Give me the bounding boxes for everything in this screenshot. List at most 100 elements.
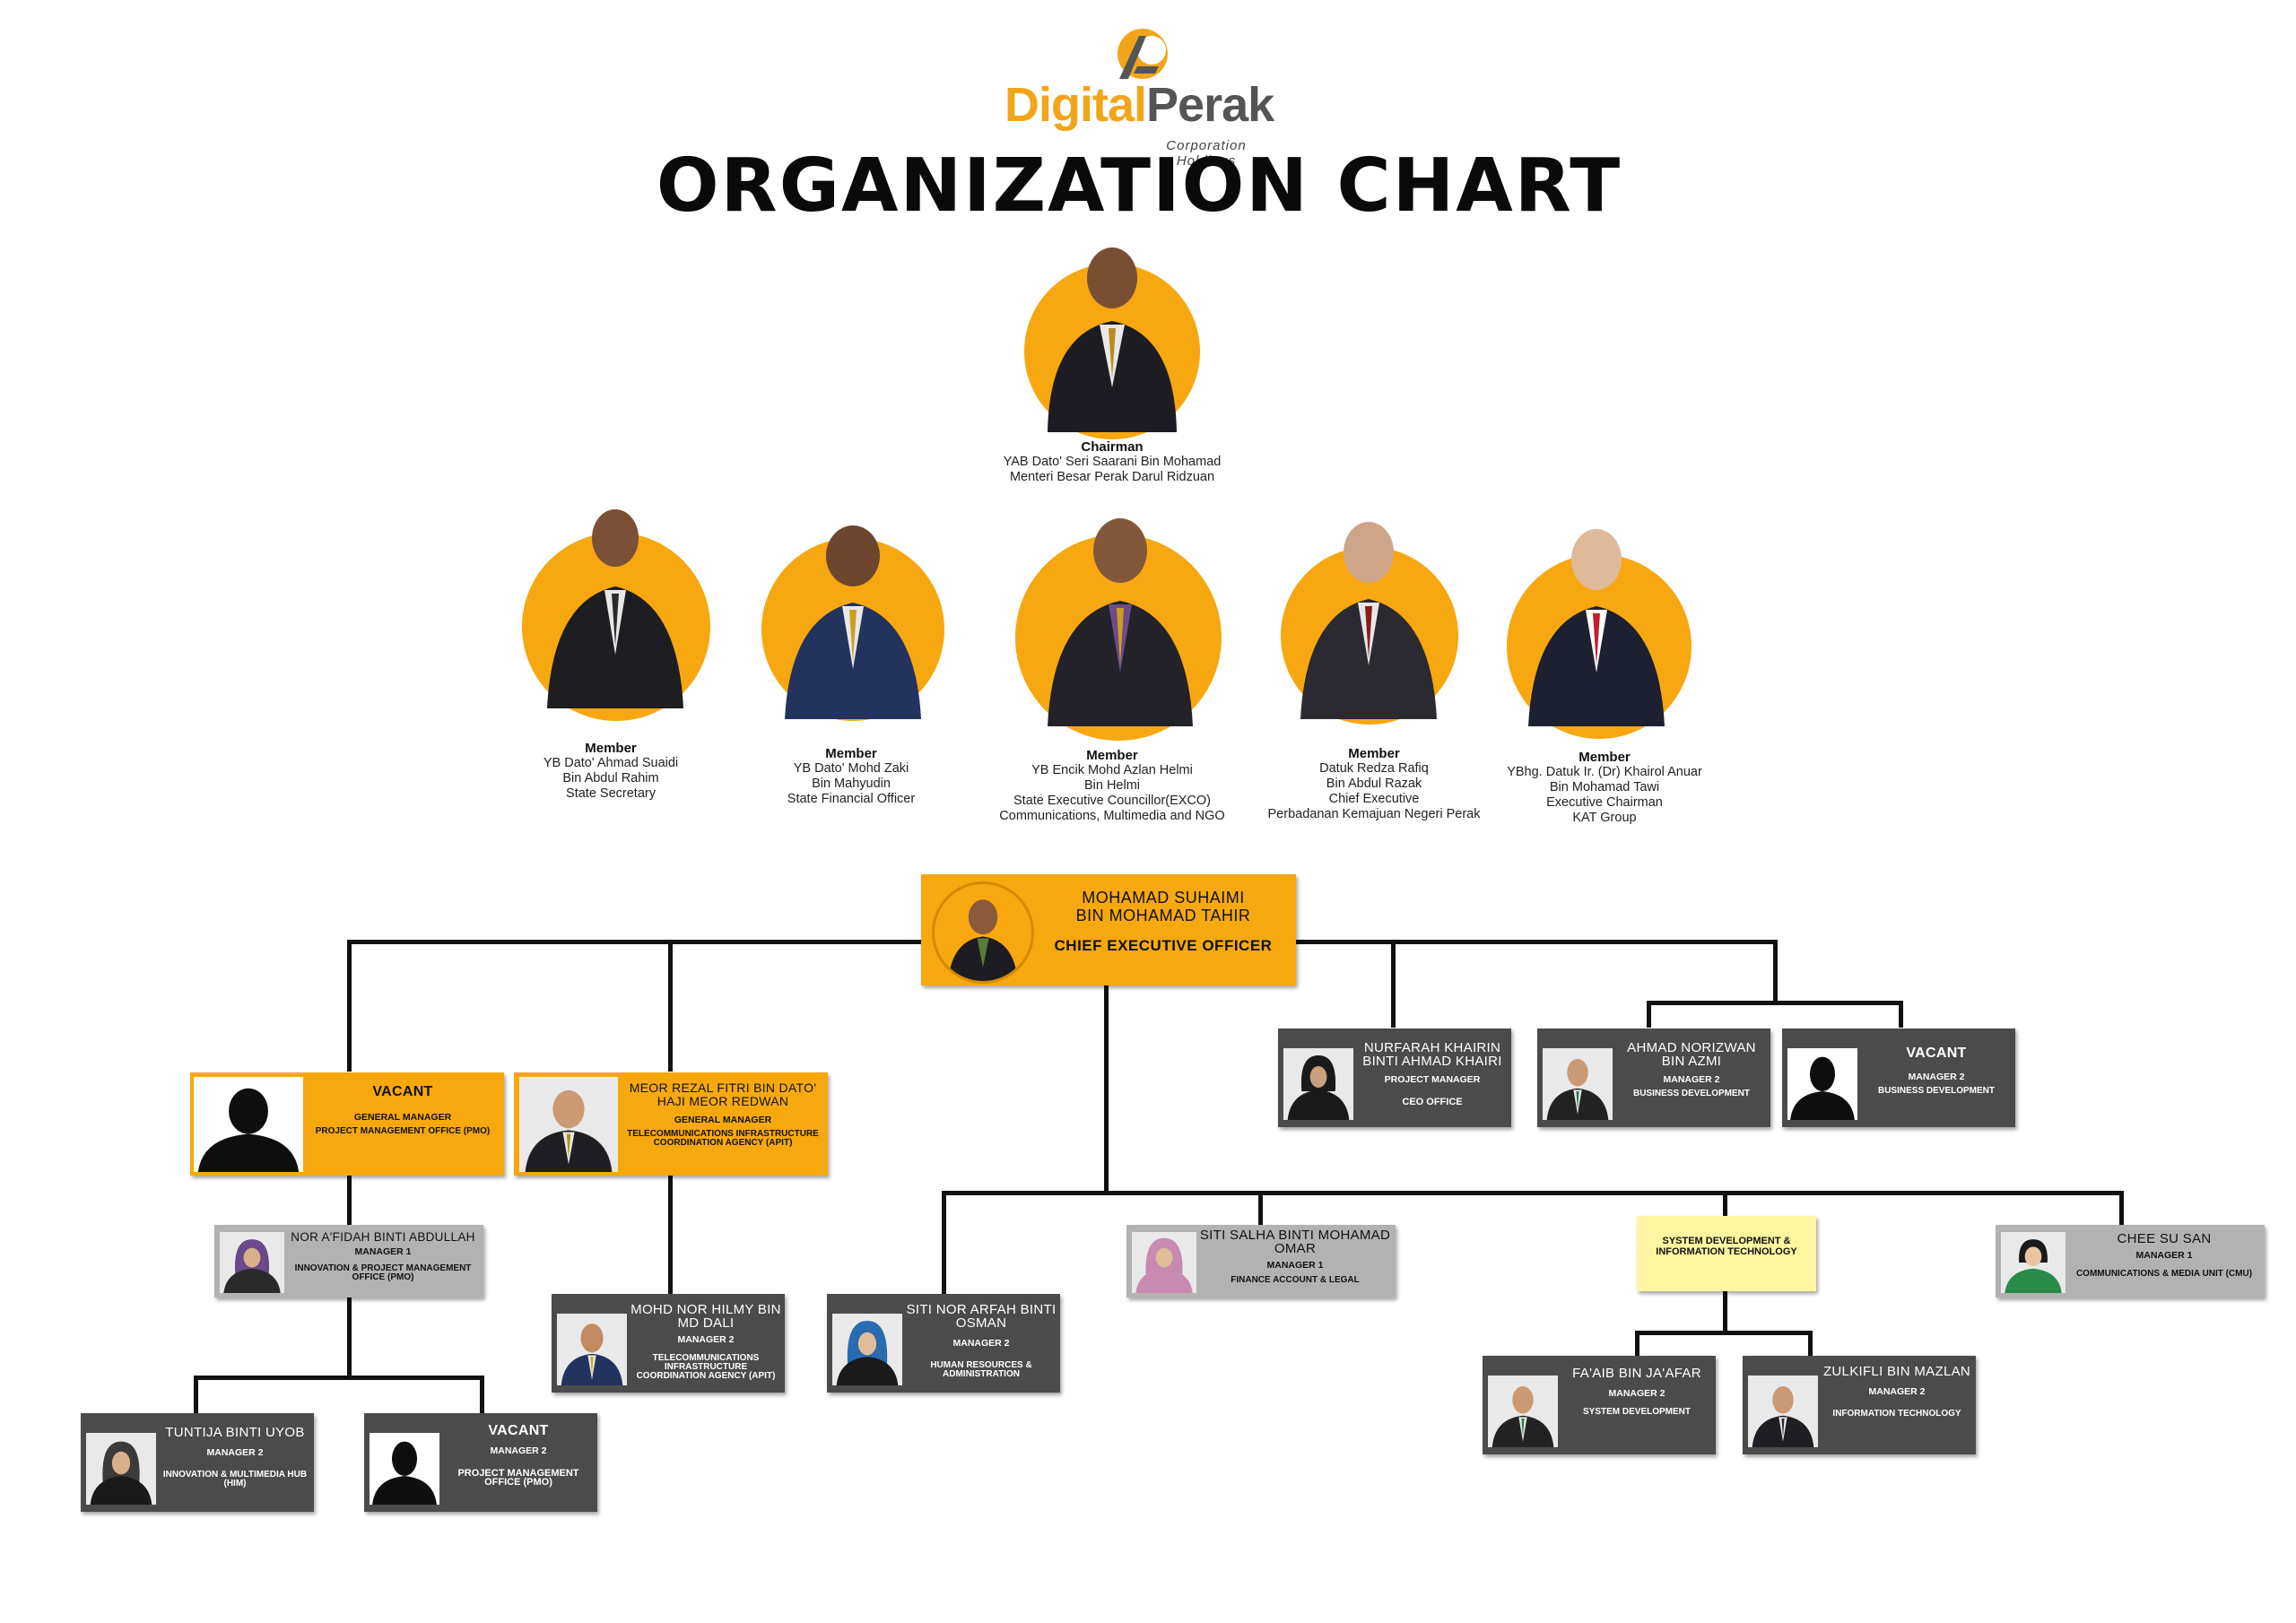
board-line: YB Encik Mohd Azlan Helmi (1031, 763, 1193, 777)
vacant-pmo-text: VACANT MANAGER 2 PROJECT MANAGEMENT OFFI… (443, 1424, 594, 1488)
chee-text: CHEE SU SAN MANAGER 1 COMMUNICATIONS & M… (2067, 1232, 2261, 1279)
board-role: Member (585, 741, 637, 756)
connector-line (1391, 940, 1396, 1028)
nurfarah-box: NURFARAH KHAIRIN BINTI AHMAD KHAIRI PROJ… (1278, 1028, 1511, 1127)
salha-text: SITI SALHA BINTI MOHAMAD OMAR MANAGER 1 … (1198, 1228, 1392, 1285)
staff-photo (220, 1232, 284, 1293)
staff-photo (1488, 1376, 1558, 1447)
staff-photo (1283, 1048, 1353, 1120)
vacant-pmo-box: VACANT MANAGER 2 PROJECT MANAGEMENT OFFI… (364, 1413, 597, 1512)
chairman-caption: Chairman YAB Dato' Seri Saarani Bin Moha… (960, 439, 1265, 485)
tuntija-box: TUNTIJA BINTI UYOB MANAGER 2 INNOVATION … (81, 1413, 314, 1512)
staff-dept: PROJECT MANAGEMENT OFFICE (PMO) (315, 1126, 491, 1136)
person-icon (1135, 1237, 1193, 1293)
connector-line (1899, 1001, 1903, 1028)
staff-name: NOR A'FIDAH BINTI ABDULLAH (291, 1230, 475, 1244)
board-line: Bin Mohamad Tawi (1549, 780, 1660, 794)
board-role: Chairman (1081, 439, 1144, 455)
board-line: Bin Helmi (1083, 778, 1141, 793)
staff-photo (832, 1314, 902, 1385)
member-1-caption: Member YB Dato' Ahmad Suaidi Bin Abdul R… (458, 741, 763, 802)
faaib-text: FA'AIB BIN JA'AFAR MANAGER 2 SYSTEM DEVE… (1561, 1367, 1712, 1417)
tuntija-text: TUNTIJA BINTI UYOB MANAGER 2 INNOVATION … (160, 1426, 310, 1488)
ceo-photo (932, 881, 1034, 984)
staff-dept: FINANCE ACCOUNT & LEGAL (1231, 1275, 1360, 1285)
board-line: State Financial Officer (787, 792, 916, 806)
connector-line (1647, 1001, 1651, 1028)
staff-role: MANAGER 2 (206, 1447, 264, 1458)
staff-role: MANAGER 2 (1868, 1386, 1926, 1397)
staff-dept: SYSTEM DEVELOPMENT (1582, 1407, 1691, 1417)
connector-line (1104, 982, 1109, 1194)
staff-name: TUNTIJA BINTI UYOB (165, 1425, 305, 1440)
board-line: State Secretary (566, 786, 656, 801)
person-icon (561, 1324, 623, 1385)
ceo-text: MOHAMAD SUHAIMI BIN MOHAMAD TAHIR CHIEF … (1038, 889, 1289, 955)
board-role: Member (1348, 746, 1400, 761)
connector-line (668, 1175, 673, 1295)
staff-dept: PROJECT MANAGEMENT OFFICE (PMO) (457, 1468, 579, 1488)
member-5-caption: Member YBhg. Datuk Ir. (Dr) Khairol Anua… (1452, 750, 1757, 826)
page-title: ORGANIZATION CHART (656, 143, 1622, 229)
staff-role: MANAGER 1 (2135, 1250, 2193, 1261)
board-line: YBhg. Datuk Ir. (Dr) Khairol Anuar (1507, 765, 1702, 779)
zulkifli-box: ZULKIFLI BIN MAZLAN MANAGER 2 INFORMATIO… (1743, 1356, 1976, 1454)
member-portrait-icon (1048, 518, 1193, 726)
gm-pmo-box: VACANT GENERAL MANAGER PROJECT MANAGEMEN… (190, 1072, 504, 1176)
board-line: KAT Group (1572, 811, 1637, 825)
staff-name: FA'AIB BIN JA'AFAR (1572, 1366, 1701, 1381)
board-line: State Executive Councillor(EXCO) (1013, 794, 1211, 808)
connector-line (1773, 940, 1778, 1004)
board-chairman (1013, 235, 1211, 439)
chairman-portrait-icon (1048, 247, 1177, 432)
norafidah-text: NOR A'FIDAH BINTI ABDULLAH MANAGER 1 INN… (286, 1230, 480, 1282)
connector-line (347, 940, 352, 1072)
logo-mark-icon (1118, 29, 1168, 79)
vacant-bd-text: VACANT MANAGER 2 BUSINESS DEVELOPMENT (1861, 1046, 2012, 1096)
board-line: Perbadanan Kemajuan Negeri Perak (1267, 807, 1481, 821)
person-icon (1546, 1059, 1609, 1120)
salha-box: SITI SALHA BINTI MOHAMAD OMAR MANAGER 1 … (1126, 1225, 1396, 1298)
connector-line (2119, 1191, 2124, 1227)
member-2-caption: Member YB Dato' Mohd Zaki Bin Mahyudin S… (699, 746, 1004, 807)
member-portrait-icon (547, 509, 683, 708)
staff-dept: HUMAN RESOURCES & ADMINISTRATION (930, 1360, 1032, 1379)
staff-role: MANAGER 2 (490, 1445, 547, 1456)
staff-dept: CEO OFFICE (1402, 1097, 1463, 1107)
ceo-name-line: BIN MOHAMAD TAHIR (1075, 907, 1251, 924)
vacant-bd-box: VACANT MANAGER 2 BUSINESS DEVELOPMENT (1782, 1028, 2015, 1127)
board-line: Bin Abdul Rahim (562, 771, 659, 785)
staff-name: MOHD NOR HILMY BIN MD DALI (631, 1302, 781, 1331)
faaib-box: FA'AIB BIN JA'AFAR MANAGER 2 SYSTEM DEVE… (1483, 1356, 1716, 1454)
board-line: YAB Dato' Seri Saarani Bin Mohamad (1003, 455, 1222, 469)
board-member-2 (758, 511, 952, 721)
logo-subtitle: Corporation Holdings (1166, 138, 1247, 169)
norafidah-box: NOR A'FIDAH BINTI ABDULLAH MANAGER 1 INN… (214, 1225, 483, 1298)
staff-photo (557, 1314, 627, 1385)
board-member-1 (522, 493, 716, 721)
staff-name: ZULKIFLI BIN MAZLAN (1822, 1364, 1971, 1379)
company-logo: DigitalPerak Corporation Holdings (1004, 20, 1274, 169)
staff-name: AHMAD NORIZWAN BIN AZMI (1627, 1040, 1756, 1069)
staff-dept: INNOVATION & MULTIMEDIA HUB (HIM) (162, 1470, 308, 1488)
connector-line (1647, 1001, 1903, 1005)
staff-role: MANAGER 2 (1663, 1074, 1720, 1085)
staff-name: MEOR REZAL FITRI BIN DATO' HAJI MEOR RED… (629, 1081, 817, 1108)
person-icon (948, 899, 1018, 981)
connector-line (347, 1297, 352, 1377)
staff-role: PROJECT MANAGER (1384, 1074, 1481, 1085)
board-role: Member (1578, 750, 1631, 765)
staff-name: VACANT (372, 1084, 433, 1099)
staff-role: MANAGER 1 (354, 1246, 412, 1257)
connector-line (347, 1175, 352, 1225)
vacant-photo (194, 1077, 303, 1172)
connector-line (1723, 1289, 1727, 1332)
ceo-role: CHIEF EXECUTIVE OFFICER (1054, 937, 1273, 954)
board-line: YB Dato' Ahmad Suaidi (543, 756, 679, 770)
logo-wordmark: DigitalPerak (1004, 78, 1274, 132)
staff-dept: BUSINESS DEVELOPMENT (1877, 1086, 1996, 1096)
staff-photo (2001, 1232, 2066, 1293)
board-line: Menteri Besar Perak Darul Ridzuan (1009, 470, 1215, 484)
person-icon (1752, 1386, 1814, 1447)
staff-name: VACANT (1906, 1046, 1967, 1061)
